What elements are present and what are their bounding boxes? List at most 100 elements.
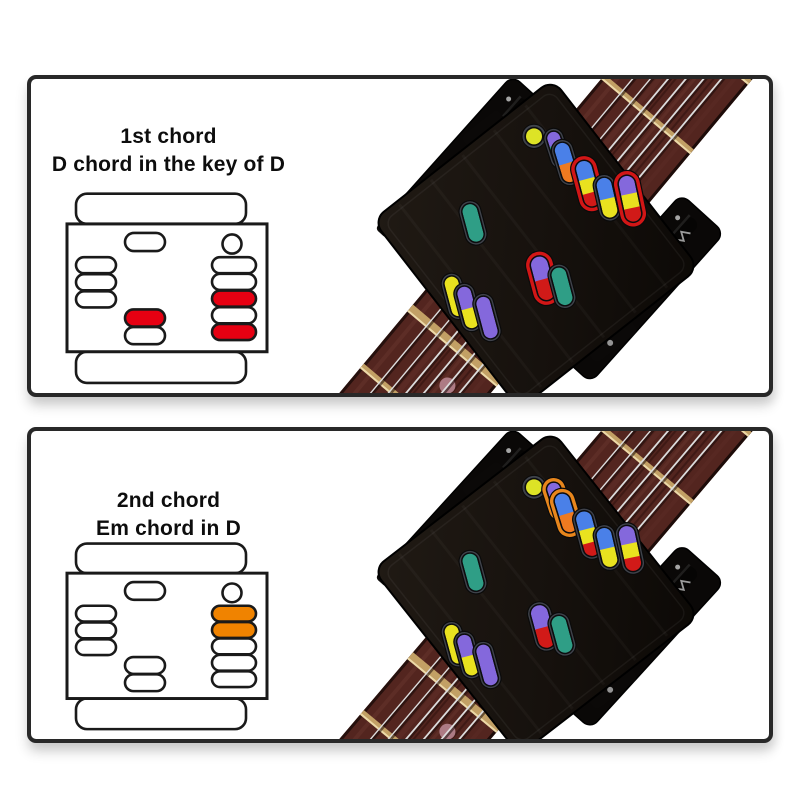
schematic-bottom-tab	[74, 350, 248, 385]
foot-pin	[607, 686, 614, 693]
chord-name: D chord in the key of D	[51, 153, 286, 176]
foot-pin	[607, 339, 614, 346]
panel-second-canvas	[65, 431, 769, 739]
button-segments	[595, 526, 619, 569]
segment-blue	[574, 509, 595, 532]
schematic-left-pill-2	[74, 272, 118, 292]
device-on-guitar-photo	[120, 431, 769, 739]
schematic-right-pill-2	[210, 620, 258, 640]
device-button-b3	[472, 640, 502, 690]
schematic-top-tab	[74, 192, 248, 226]
power-cap	[526, 128, 542, 145]
segment-blue	[595, 176, 615, 201]
button-segments	[474, 295, 500, 340]
schematic-power-circle	[221, 233, 243, 255]
device-button-b2	[453, 630, 483, 680]
button-segments	[474, 643, 500, 687]
clamp-screw	[675, 564, 681, 570]
schematic-strum-pill	[123, 231, 167, 253]
clamp-screw	[675, 215, 681, 221]
segment-blue	[552, 491, 574, 517]
button-segments	[617, 524, 643, 573]
fret-highlight	[407, 657, 498, 733]
clamp-screw	[506, 448, 512, 454]
schematic-bottom-tab	[74, 697, 248, 731]
schematic-power-circle	[221, 582, 243, 604]
fret-highlight	[601, 79, 692, 155]
panel-first-canvas	[65, 79, 769, 393]
device-button-t4	[592, 524, 622, 571]
panel-first-title: 1st chord D chord in the key of D	[41, 123, 296, 179]
panel-first-chord: 1st chord D chord in the key of D	[27, 75, 773, 397]
schematic-center-pill-1	[123, 655, 167, 676]
button-segments	[595, 176, 619, 220]
segment-yellow	[599, 196, 619, 220]
segment-blue	[595, 526, 615, 551]
panel-second-title: 2nd chord Em chord in D	[41, 487, 296, 543]
segment-purple	[617, 524, 637, 546]
chord-ordinal: 1st chord	[120, 125, 217, 148]
segment-purple	[474, 643, 500, 687]
schematic-right-pill-1	[210, 255, 258, 275]
segment-purple	[455, 633, 476, 659]
device-button-b2	[453, 282, 483, 333]
chord-ordinal: 2nd chord	[116, 489, 221, 512]
schematic-right-pill-2	[210, 272, 258, 292]
device-button-mp1	[526, 601, 560, 652]
button-segments	[460, 202, 486, 244]
fret	[360, 363, 453, 393]
chord-schematic	[65, 192, 269, 385]
device-button-ml	[458, 549, 488, 595]
device-button-mp2	[547, 611, 577, 657]
segment-red	[624, 206, 643, 224]
schematic-right-pill-3	[210, 289, 258, 308]
segment-purple	[529, 603, 552, 631]
schematic-center-pill-2	[123, 673, 167, 693]
device-button-t4	[592, 173, 622, 222]
button-segments	[549, 614, 575, 655]
segment-blue	[574, 159, 595, 182]
segment-teal	[549, 265, 575, 307]
device-power-button	[521, 123, 547, 149]
fret	[601, 79, 694, 155]
schematic-top-tab	[74, 542, 248, 575]
schematic-right-pill-4	[210, 653, 258, 672]
schematic-left-pill-1	[74, 604, 118, 623]
button-segments	[460, 552, 486, 593]
fret-highlight	[601, 431, 692, 505]
segment-yellow	[621, 192, 640, 211]
device-button-b3	[472, 292, 502, 343]
fret-highlight	[360, 713, 451, 739]
schematic-strum-pill	[123, 580, 167, 602]
schematic-right-pill-1	[210, 604, 258, 623]
schematic-center-pill-1	[123, 308, 167, 328]
fret-highlight	[360, 366, 451, 393]
schematic-right-pill-5	[210, 669, 258, 689]
segment-yellow	[599, 546, 619, 569]
button-segments	[549, 265, 575, 307]
segment-yellow	[621, 542, 640, 560]
schematic-right-pill-5	[210, 322, 258, 342]
chord-schematic	[65, 542, 269, 731]
segment-purple	[455, 285, 476, 311]
panel-second-chord: 2nd chord Em chord in D	[27, 427, 773, 743]
segment-teal	[549, 614, 575, 655]
fret	[601, 431, 694, 505]
fret-highlight	[407, 310, 498, 387]
segment-purple	[474, 295, 500, 340]
schematic-center-pill-2	[123, 325, 167, 346]
segment-teal	[460, 552, 486, 593]
schematic-left-pill-2	[74, 621, 118, 640]
chord-name: Em chord in D	[96, 517, 241, 540]
segment-purple	[617, 174, 637, 197]
fret	[360, 710, 453, 739]
schematic-left-pill-1	[74, 255, 118, 275]
device-button-t5	[614, 522, 646, 575]
device-button-t5	[612, 169, 648, 228]
device-button-ml	[458, 200, 488, 246]
schematic-left-pill-3	[74, 290, 118, 309]
schematic-right-pill-4	[210, 305, 258, 325]
segment-red	[624, 555, 643, 573]
segment-purple	[529, 254, 552, 283]
